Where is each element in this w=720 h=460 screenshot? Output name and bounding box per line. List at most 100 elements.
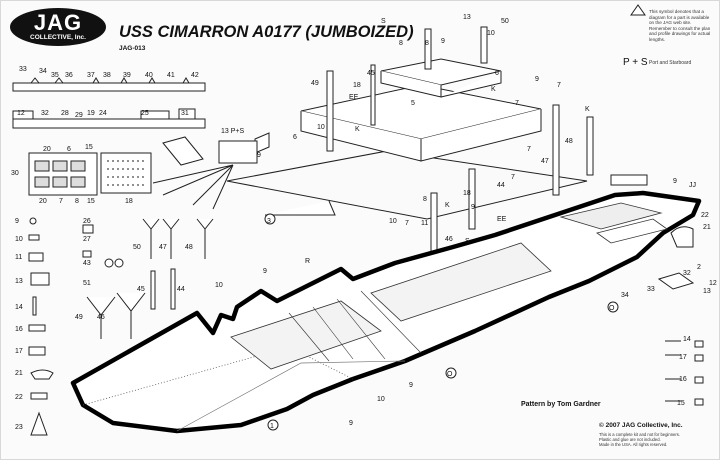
part-label: 9: [673, 178, 677, 185]
part-label: 34: [39, 68, 47, 75]
hull: [70, 190, 702, 434]
part-label: 18: [125, 198, 133, 205]
part-label: 9: [409, 382, 413, 389]
part-label: S: [381, 18, 386, 25]
part-label: 7: [511, 174, 515, 181]
fine-print-1: This is a complete kit and not for begin…: [599, 432, 680, 437]
part-label: O: [609, 305, 615, 312]
part-label: 17: [679, 354, 687, 361]
part-label: 20: [39, 198, 47, 205]
brand-logo: JAG COLLECTIVE, Inc.: [9, 7, 107, 47]
legend-ps-symbol: P + S: [623, 57, 648, 68]
copyright: © 2007 JAG Collective, Inc.: [599, 422, 683, 429]
part-label: 42: [191, 72, 199, 79]
part-label: 40: [145, 72, 153, 79]
part-label: K: [585, 106, 590, 113]
superstructure: [152, 26, 648, 254]
part-label: 10: [215, 282, 223, 289]
legend-symbols: [264, 4, 646, 431]
part-label: 50: [133, 244, 141, 251]
part-label: 9: [441, 38, 445, 45]
kit-code: JAG-013: [119, 45, 146, 52]
part-label: EE: [349, 94, 359, 101]
part-label: 46: [445, 236, 453, 243]
part-label: 1: [270, 423, 274, 430]
part-label: 12: [17, 110, 25, 117]
part-label: 7: [557, 82, 561, 89]
part-label: 47: [541, 158, 549, 165]
part-label: 50: [501, 18, 509, 25]
part-label: 8: [425, 40, 429, 47]
part-label: 30: [11, 170, 19, 177]
strip-parts-top: [12, 77, 206, 129]
cranes-mid-left: [82, 218, 214, 339]
part-label: 16: [679, 376, 687, 383]
part-label: EE: [497, 216, 507, 223]
part-label: 34: [621, 292, 629, 299]
part-label: 39: [123, 72, 131, 79]
part-label: 9: [263, 268, 267, 275]
part-label: 18: [353, 82, 361, 89]
part-label: 32: [41, 110, 49, 117]
part-label: 46: [97, 314, 105, 321]
part-number-labels: 33 34 35 36 37 38 39 40 41 42 12 32 28 2…: [11, 14, 717, 431]
legend-ps-text: Port and Starboard: [649, 60, 692, 66]
part-label: 37: [87, 72, 95, 79]
part-label: 22: [701, 212, 709, 219]
part-label: 13 P+S: [221, 128, 244, 135]
part-label: 31: [181, 110, 189, 117]
part-label: 10: [317, 124, 325, 131]
part-label: 18: [463, 190, 471, 197]
deck-house-grid: [28, 136, 204, 196]
part-label: K: [491, 86, 496, 93]
part-label: 23: [15, 424, 23, 431]
part-label: 8: [399, 40, 403, 47]
part-label: 41: [167, 72, 175, 79]
part-label: 13: [463, 14, 471, 21]
part-label: 29: [75, 112, 83, 119]
part-label: 51: [83, 280, 91, 287]
brand-name: JAG: [33, 10, 83, 35]
part-label: JJ: [689, 182, 696, 189]
part-label: 14: [683, 336, 691, 343]
part-label: 9: [471, 204, 475, 211]
part-label: K: [355, 126, 360, 133]
sub-assemblies-right: [657, 226, 704, 406]
part-label: 2: [697, 264, 701, 271]
fine-print-3: Made in the USA. All rights reserved.: [599, 442, 668, 447]
part-label: 9: [257, 152, 261, 159]
part-label: 5: [411, 100, 415, 107]
part-label: 28: [61, 110, 69, 117]
part-label: 10: [389, 218, 397, 225]
part-label: 44: [497, 182, 505, 189]
part-label: 24: [99, 110, 107, 117]
part-label: 38: [103, 72, 111, 79]
part-label: S: [465, 238, 470, 245]
part-label: 7: [515, 100, 519, 107]
part-label: 3: [267, 218, 271, 225]
page-title: USS CIMARRON A0177 (JUMBOIZED): [119, 23, 414, 41]
part-label: 15: [677, 400, 685, 407]
part-label: 15: [85, 144, 93, 151]
part-label: 43: [83, 260, 91, 267]
logo-ellipse: [10, 8, 106, 46]
part-label: 11: [421, 220, 428, 227]
part-label: 16: [15, 326, 23, 333]
part-label: 8: [423, 196, 427, 203]
part-label: 33: [647, 286, 655, 293]
part-label: 32: [683, 270, 691, 277]
part-label: 45: [367, 70, 375, 77]
part-label: 25: [141, 110, 149, 117]
part-label: 8: [75, 198, 79, 205]
small-parts-left: [28, 217, 54, 436]
part-label: 9: [15, 218, 19, 225]
part-label: 6: [293, 134, 297, 141]
part-label: 7: [405, 220, 409, 227]
part-label: 27: [83, 236, 91, 243]
part-label: O: [447, 371, 453, 378]
part-label: K: [445, 202, 450, 209]
part-label: 44: [177, 286, 185, 293]
part-label: 33: [19, 66, 27, 73]
part-label: 6: [495, 70, 499, 77]
